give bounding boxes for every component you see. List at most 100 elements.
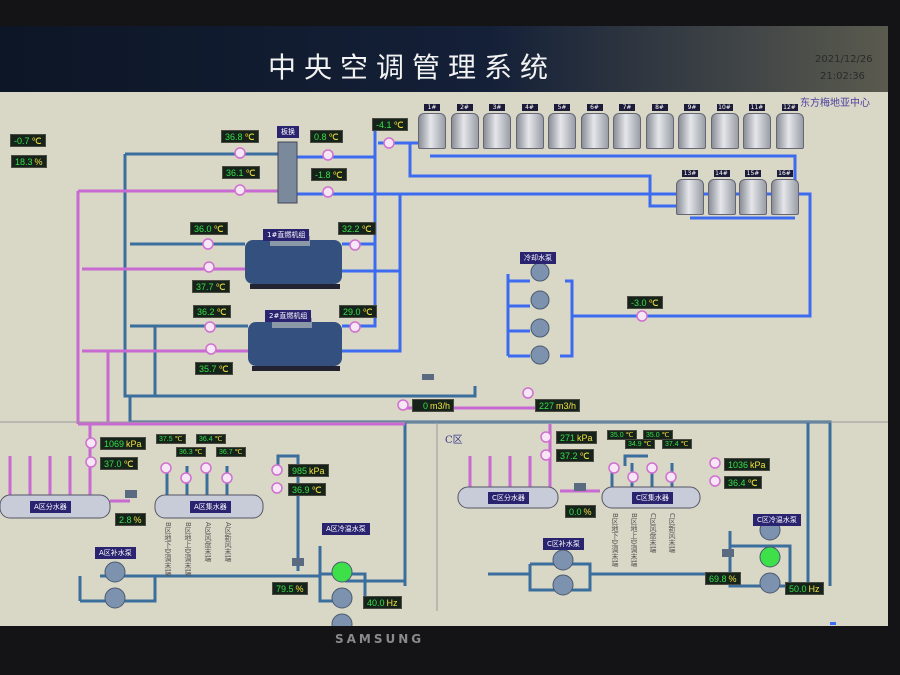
flow-sensor [522, 387, 534, 399]
chiller-1-cw: 32.2℃ [338, 222, 376, 235]
a-branch-label: B区地下空调末端 [164, 522, 172, 576]
cooling-tower[interactable]: 4# [515, 104, 544, 149]
pressure-sensor [709, 457, 721, 469]
temp-sensor [322, 149, 334, 161]
cooling-tower[interactable]: 1# [418, 104, 446, 149]
tower-label: 8# [651, 104, 668, 111]
cooling-pumps-label: 冷却水泵 [520, 252, 556, 264]
c-hw-pump-label: C区冷温水泵 [753, 514, 801, 526]
header-bar: 中央空调管理系统 2021/12/26 21:02:36 [0, 26, 888, 92]
tower-label: 15# [745, 170, 761, 177]
a-branch-label: A区新风末端 [224, 522, 232, 562]
cooling-tower[interactable]: 8# [645, 104, 674, 149]
c-divider-label: C区分水器 [488, 492, 529, 504]
cooling-tower[interactable]: 6# [580, 104, 609, 149]
c-pump-valve: 69.8% [705, 572, 741, 585]
chiller-1 [245, 236, 342, 289]
tower-label: 10# [716, 104, 733, 111]
temp-sensor [204, 321, 216, 333]
a-branch-temp-4: 36.7℃ [216, 447, 246, 457]
a-collector-label: A区集水器 [190, 501, 231, 513]
cooling-tower[interactable]: 13# [676, 170, 704, 215]
temp-sensor [234, 147, 246, 159]
tower-label: 7# [619, 104, 635, 111]
tower-label: 1# [424, 104, 440, 111]
cooling-tower-icon [770, 179, 799, 215]
cooling-tower[interactable]: 11# [743, 104, 771, 149]
cooling-tower[interactable]: 16# [770, 170, 799, 215]
a-hw-pump-label: A区冷温水泵 [322, 523, 370, 535]
a-makeup-pump-2 [104, 587, 126, 609]
hx-cold-out: -1.8℃ [311, 168, 347, 181]
c-collector-label: C区集水器 [632, 492, 673, 504]
chiller-1-in: 36.0℃ [190, 222, 228, 235]
tower-label: 9# [684, 104, 700, 111]
tower-label: 4# [521, 104, 538, 111]
temp-sensor [349, 321, 361, 333]
a-makeup-pump-label: A区补水泵 [95, 547, 136, 559]
c-makeup-pump-1 [552, 549, 574, 571]
cooling-tower-icon [775, 113, 804, 149]
tower-label: 6# [586, 104, 603, 111]
cooling-tower-icon [676, 179, 704, 215]
hx-hot-out: 36.1℃ [222, 166, 260, 179]
cooling-tower-icon [450, 113, 479, 149]
cooling-tower-icon [580, 113, 609, 149]
cooling-tower-icon [645, 113, 674, 149]
c-supply-temp: 37.2℃ [556, 449, 594, 462]
hx-cold-in: 0.8℃ [310, 130, 343, 143]
c-branch-temp-3: 35.0℃ [643, 430, 673, 440]
c-branch-label: B区地上空调末端 [630, 513, 638, 567]
a-hw-pump-3 [331, 613, 353, 626]
a-branch-temp-1: 37.5℃ [156, 434, 186, 444]
a-valve-opening: 2.8% [115, 513, 146, 526]
cooling-tower[interactable]: 3# [483, 104, 511, 149]
cooling-tower-icon [739, 179, 767, 215]
a-branch-temp-3: 36.4℃ [196, 434, 226, 444]
cooling-tower[interactable]: 12# [775, 104, 804, 149]
tower-label: 13# [682, 170, 698, 177]
cooling-temp: -3.0℃ [627, 296, 663, 309]
pressure-sensor [85, 437, 97, 449]
chiller-1-out: 37.7℃ [192, 280, 230, 293]
cooling-tower[interactable]: 7# [613, 104, 641, 149]
temp-sensor [709, 475, 721, 487]
cooling-tower-icon [710, 113, 739, 149]
scada-screen: 中央空调管理系统 2021/12/26 21:02:36 东方梅地亚中心 [0, 26, 888, 626]
a-supply-temp: 37.0℃ [100, 457, 138, 470]
temp-sensor [608, 462, 677, 483]
cooling-tower[interactable]: 9# [678, 104, 706, 149]
flow-sensor [397, 399, 409, 411]
chiller-2 [248, 318, 342, 371]
cooling-pump-1 [530, 262, 550, 282]
valves [125, 374, 734, 566]
temp-sensor [636, 310, 648, 322]
chiller-2-cw: 29.0℃ [339, 305, 377, 318]
temp-sensor [203, 261, 215, 273]
chiller-1-label[interactable]: 1#直燃机组 [263, 229, 310, 241]
cooling-tower-icon [743, 113, 771, 149]
tower-label: 3# [489, 104, 505, 111]
pressure-sensor [540, 431, 552, 443]
chiller-2-label[interactable]: 2#直燃机组 [265, 310, 312, 322]
c-makeup-pump-label: C区补水泵 [543, 538, 584, 550]
c-branch-label: C区新风末端 [668, 513, 676, 553]
temp-sensor [160, 462, 233, 484]
cooling-tower[interactable]: 5# [548, 104, 576, 149]
a-return-temp: 36.9℃ [288, 483, 326, 496]
cooling-tower[interactable]: 15# [739, 170, 767, 215]
cooling-tower[interactable]: 2# [450, 104, 479, 149]
cooling-tower[interactable]: 10# [710, 104, 739, 149]
cooling-tower[interactable]: 14# [707, 170, 736, 215]
c-pump-valve [722, 549, 734, 557]
page-title: 中央空调管理系统 [268, 51, 557, 84]
c-valve-opening: 0.0% [565, 505, 596, 518]
tower-label: 11# [749, 104, 765, 111]
cooling-tower-icon [515, 113, 544, 149]
temp-sensor [205, 343, 217, 355]
power-led [830, 622, 836, 625]
plate-heat-exchanger [277, 141, 298, 204]
